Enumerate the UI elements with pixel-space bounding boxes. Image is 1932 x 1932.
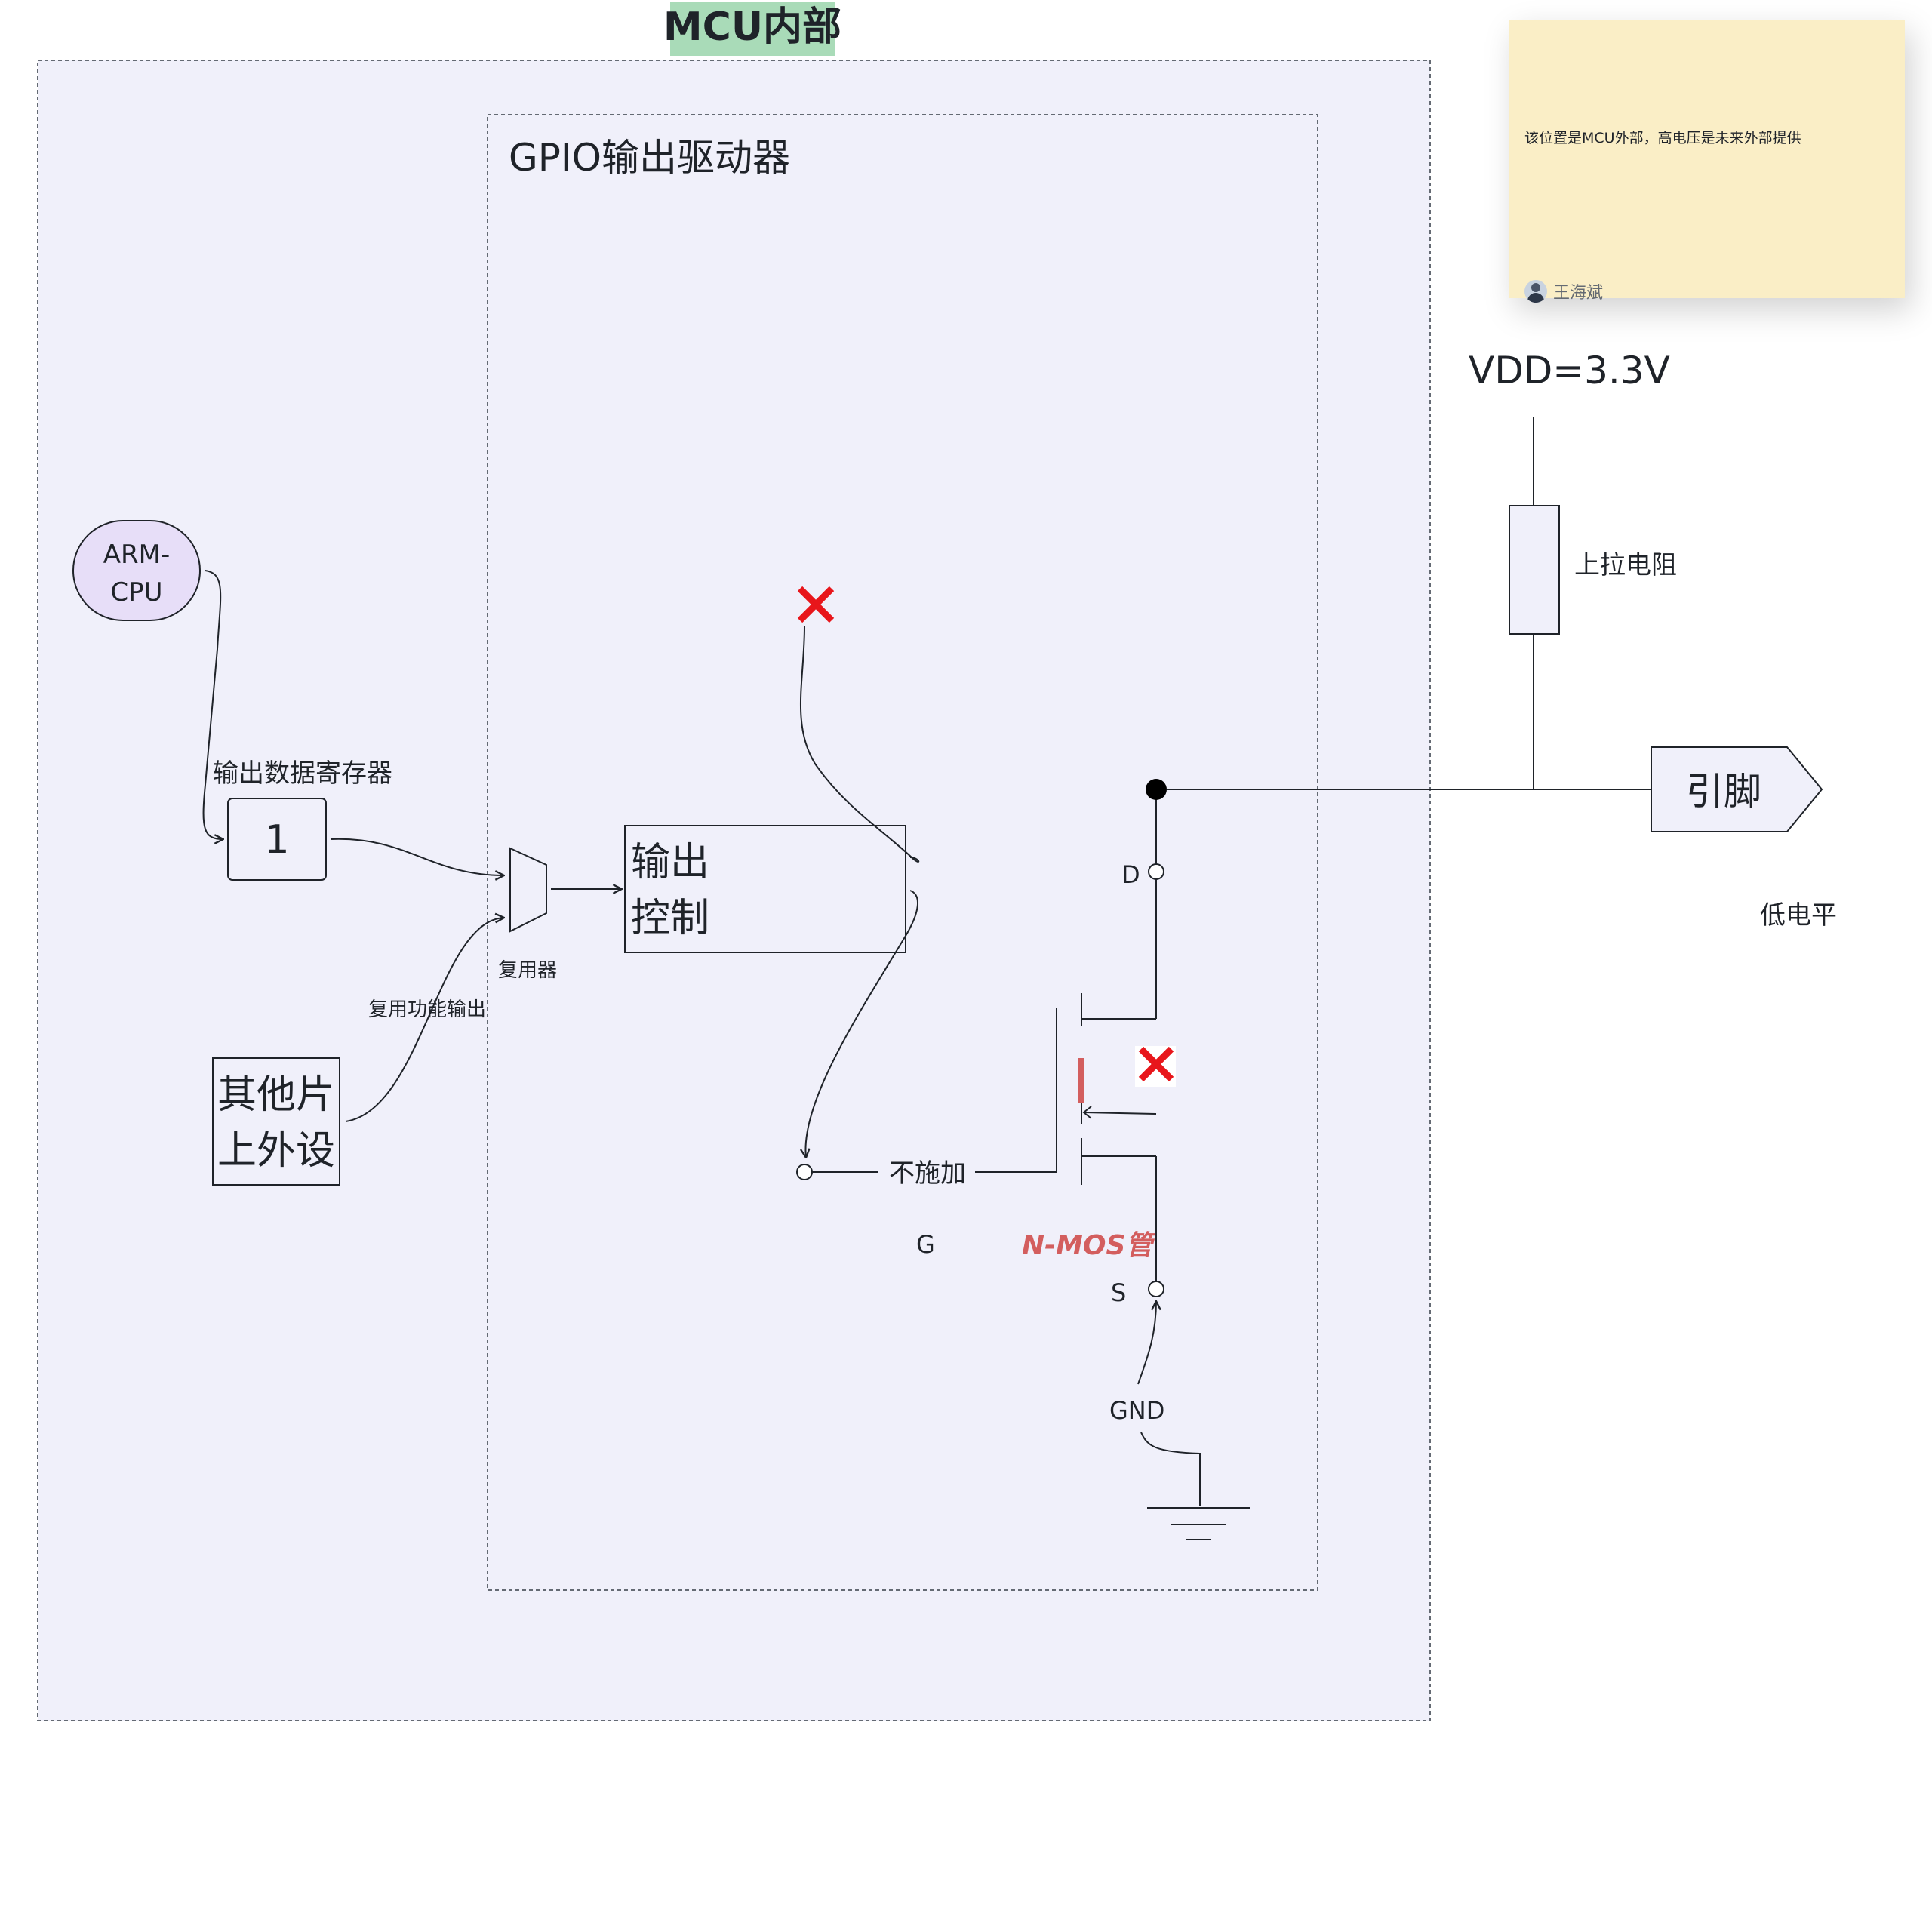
ground-icon	[1147, 1507, 1250, 1540]
sticky-note-author: 王海斌	[1524, 279, 1603, 303]
gpio-driver-label: GPIO输出驱动器	[509, 136, 790, 180]
cpu-label-line1: ARM-	[103, 540, 171, 570]
level-label: 低电平	[1760, 900, 1837, 931]
peripheral-line2: 上外设	[217, 1128, 335, 1174]
gnd-label: GND	[1109, 1396, 1164, 1425]
cross-icon	[1135, 1046, 1176, 1087]
peripheral-line1: 其他片	[217, 1072, 335, 1118]
pin-label: 引脚	[1686, 770, 1761, 814]
mcu-boundary	[37, 60, 1431, 1721]
mcu-title-bg	[670, 2, 835, 56]
output-control-line2: 控制	[631, 896, 709, 941]
gate-terminal	[796, 1164, 813, 1180]
output-data-register	[227, 798, 327, 881]
control-to-gate-connector	[805, 890, 919, 1158]
source-terminal	[1148, 1281, 1164, 1297]
peripheral-to-mux-connector	[345, 918, 504, 1122]
mux-label: 复用器	[498, 959, 557, 982]
arm-cpu-node	[72, 520, 201, 621]
register-value: 1	[264, 817, 289, 863]
multiplexer	[509, 847, 547, 933]
cpu-to-register-connector	[202, 570, 223, 839]
sticky-note[interactable]: 该位置是MCU外部，高电压是未来外部提供 王海斌	[1509, 20, 1905, 303]
disabled-pmos-connector	[800, 626, 920, 863]
sticky-note-text: 该位置是MCU外部，高电压是未来外部提供	[1524, 130, 1801, 146]
gpio-driver-boundary	[487, 114, 1318, 1591]
vdd-label: VDD=3.3V	[1469, 349, 1670, 392]
drain-terminal	[1148, 863, 1164, 880]
mcu-title: MCU内部	[663, 5, 841, 50]
pin-connector	[1651, 746, 1823, 832]
avatar-icon	[1524, 280, 1547, 303]
output-control-node	[624, 825, 906, 953]
s-label: S	[1111, 1278, 1126, 1307]
pullup-label: 上拉电阻	[1574, 550, 1677, 580]
pullup-resistor	[1509, 505, 1560, 635]
cpu-label-line2: CPU	[110, 577, 162, 608]
sticky-author-name: 王海斌	[1553, 284, 1604, 303]
d-label: D	[1121, 860, 1140, 889]
gate-label: 不施加	[889, 1158, 966, 1189]
alt-function-label: 复用功能输出	[368, 998, 486, 1021]
other-peripheral-node	[212, 1057, 340, 1186]
nmos-label: N-MOS管	[1022, 1230, 1157, 1261]
gnd-to-source-connector	[1137, 1301, 1156, 1385]
output-control-line1: 输出	[631, 840, 709, 885]
register-to-mux-connector	[330, 838, 504, 875]
g-label: G	[916, 1230, 935, 1259]
cross-icon	[797, 586, 835, 623]
junction-node	[1146, 779, 1167, 800]
register-label: 输出数据寄存器	[213, 758, 392, 789]
gnd-wire	[1140, 1432, 1201, 1506]
